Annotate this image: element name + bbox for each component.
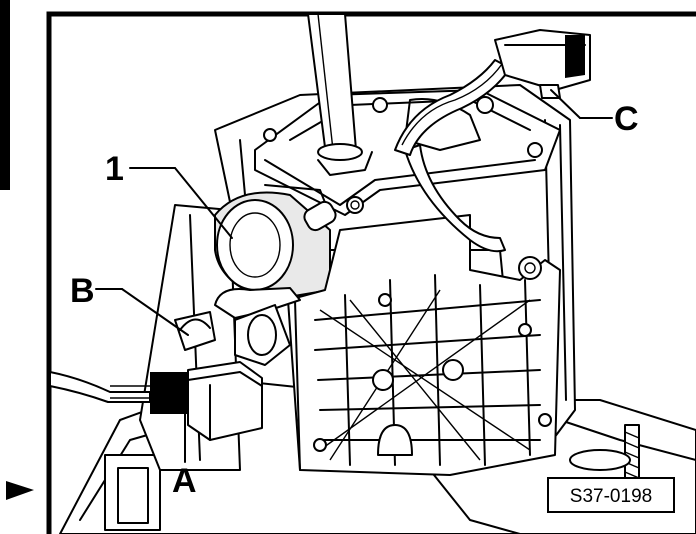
callout-1-label: 1 [105,150,124,188]
callout-c-label: C [614,100,639,138]
figure-id-label: S37-0198 [570,486,652,507]
callout-leaders [95,89,613,463]
front-lattice-plate [287,214,561,476]
selector-link [174,287,301,366]
cable-harness-a [49,361,263,441]
figure-id-box: S37-0198 [547,477,675,513]
selector-drum [214,184,337,301]
cable-harness-c [394,29,591,253]
illustration-frame [46,11,696,534]
page-margin-bar [0,0,10,190]
gear-lever [307,13,373,176]
callout-b-label: B [70,272,95,310]
right-pointing-triangle-icon [6,481,34,500]
callout-a-label: A [172,462,197,500]
